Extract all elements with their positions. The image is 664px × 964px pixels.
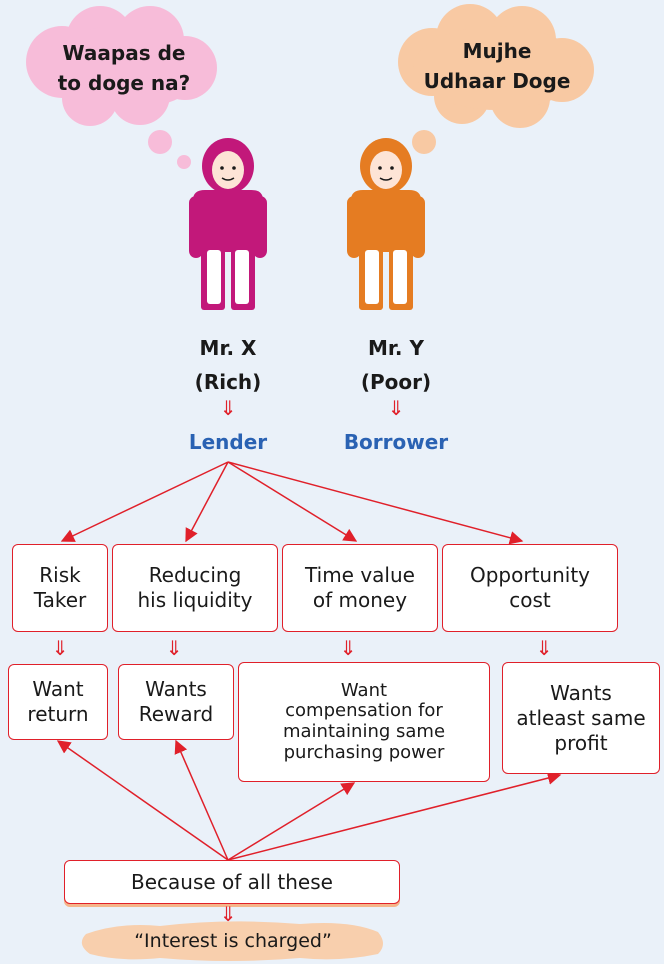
factor-arrow-1: ⇓ [51, 636, 69, 660]
arrow-to-risk-taker [60, 461, 229, 542]
arrow-to-wants-profit [227, 771, 562, 861]
arrow-to-want-compensation [227, 782, 356, 861]
result-wants-reward: Wants Reward [118, 664, 234, 740]
thought-line: Waapas de [63, 41, 186, 65]
thought-line: Mujhe [463, 39, 532, 63]
result-want-return: Want return [8, 664, 108, 740]
factor-arrow-4: ⇓ [535, 636, 553, 660]
borrower-figure [347, 138, 425, 310]
factor-risk-taker: Risk Taker [12, 544, 108, 632]
lender-down-arrow: ⇓ [219, 396, 237, 420]
result-want-return-text: Want return [27, 677, 89, 726]
factor-time-value-text: Time value of money [305, 563, 415, 612]
summary-down-arrow: ⇓ [219, 902, 237, 926]
lender-role: Lender [188, 430, 268, 454]
lender-status: (Rich) [194, 370, 262, 394]
lender-name: Mr. X [199, 336, 257, 360]
result-wants-reward-text: Wants Reward [138, 677, 214, 726]
factor-reducing-liquidity: Reducing his liquidity [112, 544, 278, 632]
factor-risk-taker-text: Risk Taker [33, 563, 87, 612]
lender-thought-text: Waapas de to doge na? [58, 41, 191, 95]
factor-opportunity-cost-text: Opportunity cost [469, 563, 591, 612]
conclusion-text: “Interest is charged” [134, 930, 332, 952]
conclusion-banner-shape [81, 921, 383, 961]
result-want-compensation: Want compensation for maintaining same p… [238, 662, 490, 782]
factor-arrow-3: ⇓ [339, 636, 357, 660]
thought-line: to doge na? [58, 71, 191, 95]
result-want-compensation-text: Want compensation for maintaining same p… [282, 679, 446, 763]
summary-text: Because of all these [131, 869, 333, 894]
result-wants-profit-text: Wants atleast same profit [516, 680, 646, 755]
arrow-to-time-value [227, 461, 358, 542]
arrow-to-opportunity-cost [227, 461, 524, 545]
borrower-role: Borrower [343, 430, 449, 454]
borrower-down-arrow: ⇓ [387, 396, 405, 420]
arrow-to-wants-reward [174, 739, 229, 861]
lender-figure [189, 138, 267, 310]
factor-opportunity-cost: Opportunity cost [442, 544, 618, 632]
factor-arrow-2: ⇓ [165, 636, 183, 660]
arrow-to-want-return [56, 740, 229, 861]
borrower-name: Mr. Y [368, 336, 424, 360]
arrow-to-reducing-liquidity [185, 461, 229, 543]
borrower-status: (Poor) [360, 370, 432, 394]
lender-connector-arrows [60, 461, 524, 545]
factor-reducing-liquidity-text: Reducing his liquidity [137, 563, 253, 612]
result-wants-profit: Wants atleast same profit [502, 662, 660, 774]
summary-connector-arrows [56, 739, 562, 861]
factor-time-value: Time value of money [282, 544, 438, 632]
lender-thought-cloud: Waapas de to doge na? [26, 6, 217, 169]
summary-box: Because of all these [64, 860, 400, 904]
thought-line: Udhaar Doge [424, 69, 571, 93]
